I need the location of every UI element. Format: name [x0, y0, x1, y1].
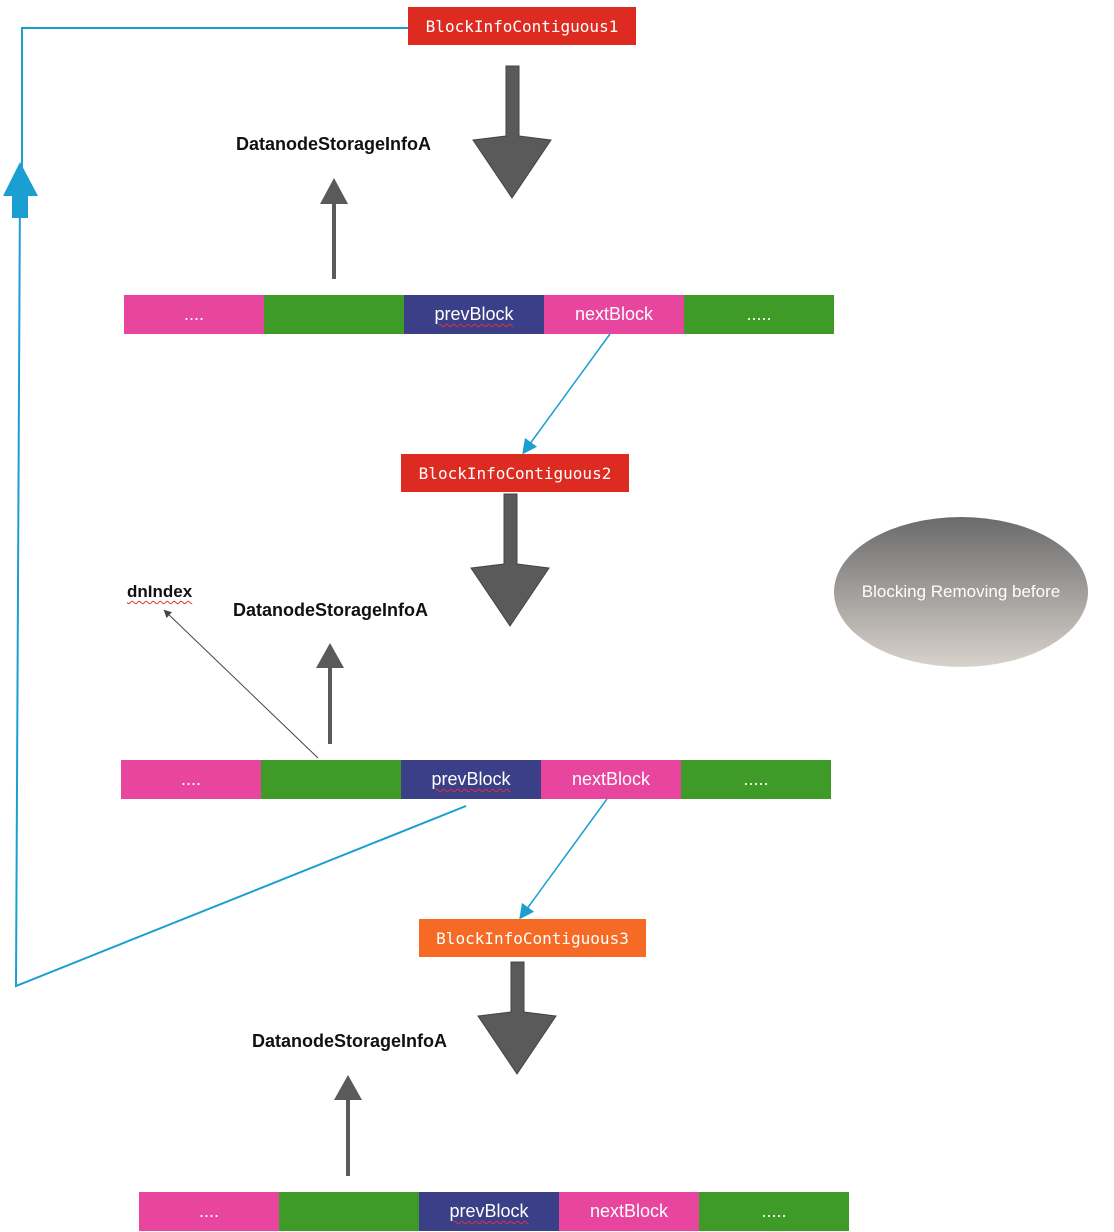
dnindex-text: dnIndex — [127, 582, 193, 601]
storage-label-1: DatanodeStorageInfoA — [236, 134, 432, 154]
down-arrow-3 — [477, 961, 557, 1075]
strip-cell-empty — [264, 295, 404, 334]
strip-cell-prev: prevBlock — [419, 1192, 559, 1231]
next-link-2 — [519, 798, 608, 920]
strip-cell-next: nextBlock — [544, 295, 684, 334]
loop-link-top — [21, 27, 408, 196]
strip-cell-empty — [279, 1192, 419, 1231]
status-ellipse: Blocking Removing before — [834, 517, 1088, 667]
storage-label-2: DatanodeStorageInfoA — [233, 600, 429, 620]
strip-cell-prev: prevBlock — [401, 760, 541, 799]
strip-cell-prev: prevBlock — [404, 295, 544, 334]
status-ellipse-text: Blocking Removing before — [861, 582, 1061, 601]
dnindex-label: dnIndex — [127, 582, 192, 602]
strip-cell-ellipsis-right: ..... — [681, 760, 831, 799]
up-arrow-shaft-1 — [332, 204, 336, 279]
strip-cell-ellipsis-left: .... — [139, 1192, 279, 1231]
up-arrow-head-3 — [334, 1075, 362, 1100]
down-arrow-2 — [470, 493, 550, 627]
next-link-1 — [522, 333, 611, 455]
loop-arrow-head — [3, 162, 38, 218]
loop-link-line — [14, 184, 467, 988]
dnindex-pointer — [163, 609, 319, 759]
block-info-box-2: BlockInfoContiguous2 — [401, 454, 629, 492]
block-info-box-3: BlockInfoContiguous3 — [419, 919, 646, 957]
storage-strip-2: .... prevBlock nextBlock ..... — [121, 760, 831, 799]
strip-cell-empty — [261, 760, 401, 799]
strip-cell-ellipsis-right: ..... — [699, 1192, 849, 1231]
storage-strip-3: .... prevBlock nextBlock ..... — [139, 1192, 849, 1231]
strip-cell-next: nextBlock — [541, 760, 681, 799]
block-info-box-1: BlockInfoContiguous1 — [408, 7, 636, 45]
strip-cell-ellipsis-left: .... — [124, 295, 264, 334]
storage-strip-1: .... prevBlock nextBlock ..... — [124, 295, 834, 334]
up-arrow-head-2 — [316, 643, 344, 668]
strip-cell-ellipsis-right: ..... — [684, 295, 834, 334]
down-arrow-1 — [472, 65, 552, 199]
strip-cell-ellipsis-left: .... — [121, 760, 261, 799]
storage-label-3: DatanodeStorageInfoA — [252, 1031, 448, 1051]
up-arrow-shaft-2 — [328, 668, 332, 744]
strip-cell-next: nextBlock — [559, 1192, 699, 1231]
up-arrow-head-1 — [320, 178, 348, 204]
up-arrow-shaft-3 — [346, 1100, 350, 1176]
